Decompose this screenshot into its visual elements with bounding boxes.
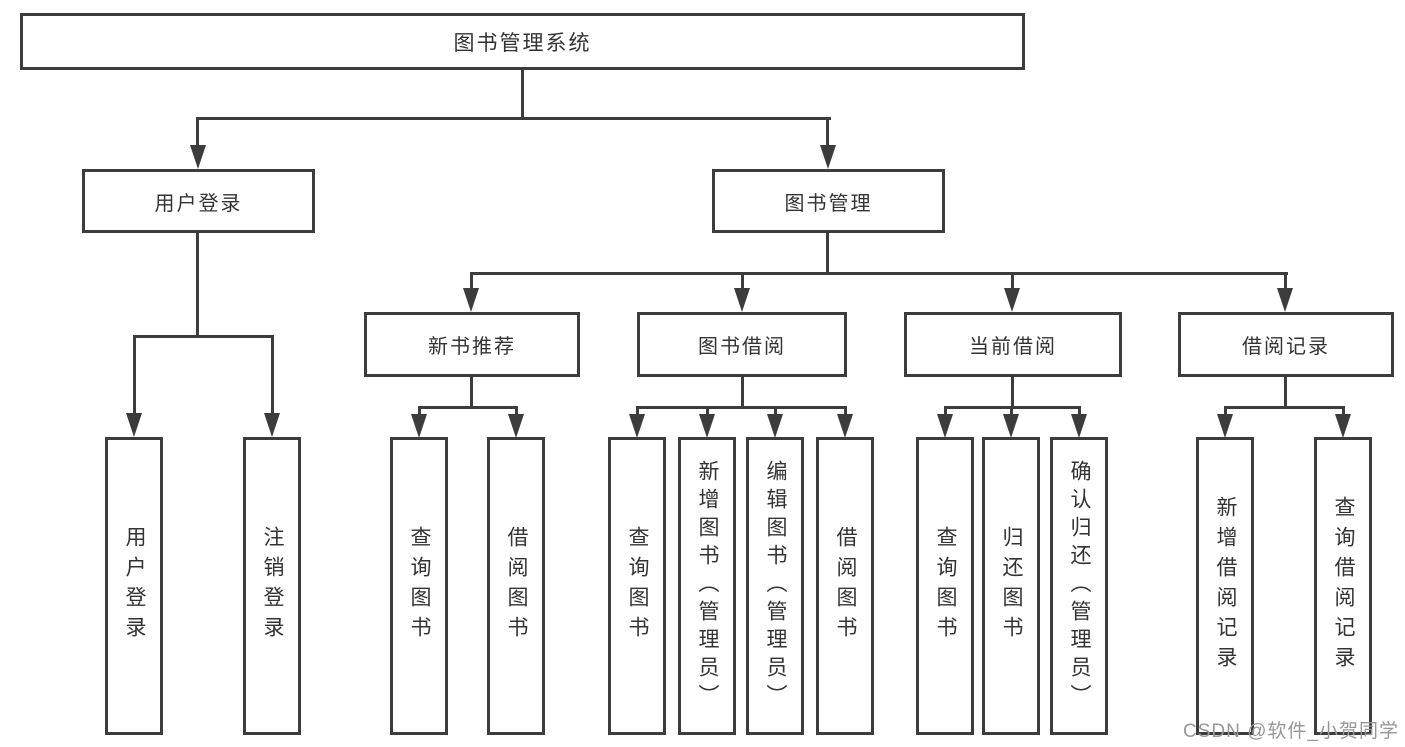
arrow-down-icon [463, 288, 479, 312]
connector-borrow-records-branch [1224, 406, 1345, 409]
connector-root-stem [521, 69, 524, 117]
arrow-down-icon [734, 288, 750, 312]
leaf-query-borrow-record: 查询借阅记录 [1314, 437, 1372, 735]
leaf-borrow-books: 借阅图书 [816, 437, 874, 735]
node-borrow-records-label: 借阅记录 [1242, 336, 1330, 358]
connector-drop-leaf [515, 406, 518, 416]
connector-user-login-stem [196, 233, 199, 335]
leaf-label: 借阅图书 [834, 526, 857, 646]
connector-book-borrow-stem [741, 376, 744, 406]
arrow-down-icon [190, 145, 206, 169]
node-root-label: 图书管理系统 [453, 31, 592, 55]
connector-drop-book-management [826, 117, 829, 147]
leaf-add-books-admin: 新增图书（管理员） [678, 437, 736, 735]
leaf-label: 借阅图书 [505, 526, 528, 646]
connector-drop [470, 272, 473, 292]
connector-user-login-branch [133, 335, 274, 338]
leaf-query-books-recommend: 查询图书 [390, 437, 448, 735]
leaf-query-books-borrow: 查询图书 [608, 437, 666, 735]
arrow-down-icon [1217, 414, 1233, 438]
arrow-down-icon [1003, 414, 1019, 438]
node-borrow-records: 借阅记录 [1178, 312, 1394, 377]
leaf-add-borrow-record: 新增借阅记录 [1196, 437, 1254, 735]
connector-drop-leaf [844, 406, 847, 416]
leaf-logout: 注销登录 [243, 437, 301, 735]
node-new-book-recommend: 新书推荐 [364, 312, 580, 377]
connector-drop-leaf [1078, 406, 1081, 416]
connector-book-management-stem [826, 233, 829, 272]
leaf-label: 用户登录 [123, 526, 146, 646]
leaf-label: 确认归还（管理员） [1068, 460, 1091, 712]
connector-drop-leaf [944, 406, 947, 416]
node-current-borrow-label: 当前借阅 [969, 336, 1057, 358]
node-book-management: 图书管理 [712, 169, 945, 233]
node-book-management-label: 图书管理 [784, 192, 873, 215]
arrow-down-icon [699, 414, 715, 438]
connector-drop-leaf [1010, 406, 1013, 416]
arrow-down-icon [1277, 288, 1293, 312]
connector-drop-leaf [706, 406, 709, 416]
connector-drop-leaf [418, 406, 421, 416]
connector-root-branch [197, 117, 831, 120]
csdn-watermark: CSDN @软件_小贺同学 [1183, 721, 1399, 742]
arrow-down-icon [508, 414, 524, 438]
connector-new-book-stem [470, 376, 473, 406]
leaf-edit-books-admin: 编辑图书（管理员） [746, 437, 804, 735]
arrow-down-icon [264, 413, 280, 437]
connector-drop-leaf [1342, 406, 1345, 416]
connector-drop-user-login [196, 117, 199, 147]
arrow-down-icon [837, 414, 853, 438]
leaf-label: 新增借阅记录 [1214, 496, 1237, 676]
node-book-borrow-label: 图书借阅 [698, 336, 786, 358]
leaf-confirm-return-admin: 确认归还（管理员） [1050, 437, 1108, 735]
connector-book-management-branch [471, 272, 1288, 275]
connector-borrow-records-stem [1284, 376, 1287, 406]
arrow-down-icon [1071, 414, 1087, 438]
arrow-down-icon [767, 414, 783, 438]
leaf-label: 查询图书 [408, 526, 431, 646]
leaf-label: 查询借阅记录 [1332, 496, 1355, 676]
connector-drop-leaf [133, 335, 136, 413]
arrow-down-icon [126, 413, 142, 437]
leaf-label: 编辑图书（管理员） [764, 460, 787, 712]
leaf-return-books: 归还图书 [982, 437, 1040, 735]
arrow-down-icon [820, 145, 836, 169]
node-book-borrow: 图书借阅 [637, 312, 847, 377]
leaf-user-login: 用户登录 [105, 437, 163, 735]
arrow-down-icon [629, 414, 645, 438]
node-user-login: 用户登录 [82, 169, 315, 233]
node-user-login-label: 用户登录 [154, 192, 243, 215]
node-new-book-recommend-label: 新书推荐 [428, 336, 516, 358]
connector-current-borrow-stem [1011, 376, 1014, 406]
node-current-borrow: 当前借阅 [904, 312, 1122, 377]
connector-drop-leaf [271, 335, 274, 413]
connector-drop [1284, 272, 1287, 292]
connector-drop-leaf [636, 406, 639, 416]
connector-drop [1011, 272, 1014, 292]
arrow-down-icon [1335, 414, 1351, 438]
arrow-down-icon [1004, 288, 1020, 312]
leaf-label: 查询图书 [626, 526, 649, 646]
connector-book-borrow-branch [636, 406, 846, 409]
leaf-borrow-books-recommend: 借阅图书 [487, 437, 545, 735]
node-root: 图书管理系统 [20, 13, 1025, 70]
connector-drop [741, 272, 744, 292]
connector-drop-leaf [1224, 406, 1227, 416]
leaf-label: 归还图书 [1000, 526, 1023, 646]
arrow-down-icon [411, 414, 427, 438]
leaf-label: 查询图书 [934, 526, 957, 646]
leaf-query-books-current: 查询图书 [916, 437, 974, 735]
leaf-label: 新增图书（管理员） [696, 460, 719, 712]
leaf-label: 注销登录 [261, 526, 284, 646]
connector-drop-leaf [774, 406, 777, 416]
arrow-down-icon [937, 414, 953, 438]
connector-new-book-branch [418, 406, 518, 409]
